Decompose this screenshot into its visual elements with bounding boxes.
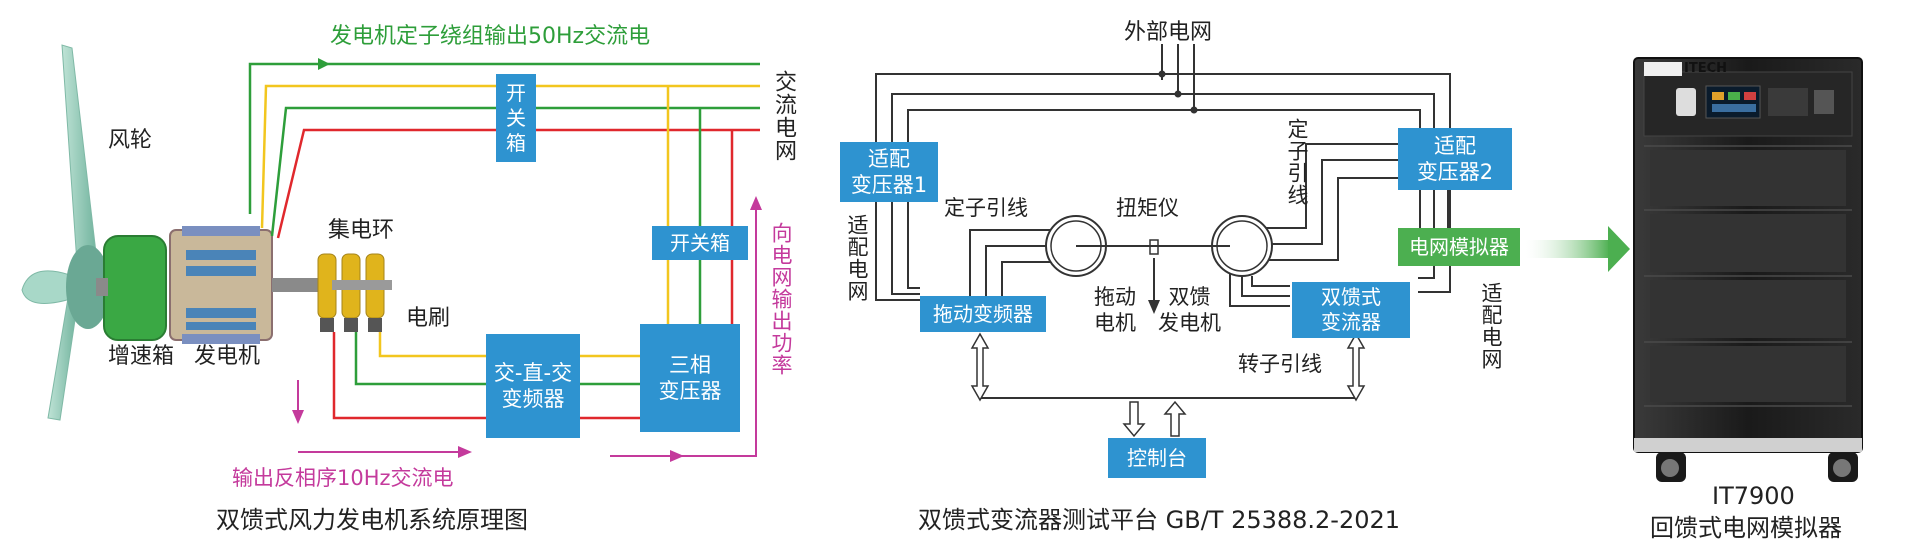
external-grid-label: 外部电网 <box>1124 20 1213 45</box>
left-caption: 双馈式风力发电机系统原理图 <box>216 506 528 534</box>
brand-logo-text: ITECH <box>1684 61 1728 76</box>
ac-grid-label: 交流电网 <box>771 70 796 162</box>
rotor-output-label: 输出反相序10Hz交流电 <box>232 466 454 490</box>
adapt-grid-right-label: 适配电网 <box>1479 282 1503 370</box>
itech-logo-icon <box>1644 62 1682 76</box>
stator-lead-right-label: 定子引线 <box>1285 118 1309 206</box>
gearbox-shape <box>103 235 167 341</box>
power-flow-arrows <box>292 196 762 462</box>
grid-simulator-box: 电网模拟器 <box>1398 228 1520 266</box>
control-bus <box>970 332 1366 438</box>
model-label: IT7900 <box>1712 482 1795 510</box>
turbine-blade-top <box>61 44 99 279</box>
slip-ring-label: 集电环 <box>328 218 395 243</box>
stator-wires <box>248 58 760 420</box>
generator-label: 发电机 <box>194 344 261 369</box>
stator-output-label: 发电机定子绕组输出50Hz交流电 <box>330 24 651 49</box>
slip-rings-shape <box>317 253 392 319</box>
console-box: 控制台 <box>1108 438 1206 478</box>
dfig-label: 双馈 发电机 <box>1158 285 1221 336</box>
drive-motor-label: 拖动 电机 <box>1094 285 1136 336</box>
turbine-blade-left <box>21 270 75 304</box>
brush-label: 电刷 <box>406 306 451 331</box>
turbine-hub <box>66 245 110 329</box>
dfig-converter-box: 双馈式 变流器 <box>1292 282 1410 338</box>
middle-caption: 双馈式变流器测试平台 GB/T 25388.2-2021 <box>918 506 1401 534</box>
output-arrow-icon <box>1526 226 1630 272</box>
wind-rotor-label: 风轮 <box>108 128 153 153</box>
gearbox-label: 增速箱 <box>108 344 175 369</box>
it7900-cabinet-illustration <box>1633 57 1863 482</box>
adapter-transformer-1-box: 适配 变压器1 <box>840 142 938 202</box>
brushes-shape <box>320 318 382 332</box>
three-phase-transformer-box: 三相 变压器 <box>640 324 740 432</box>
switch-box-2: 开关箱 <box>652 226 748 260</box>
wind-turbine-illustration <box>21 44 392 421</box>
grid-output-label: 向电网输出功率 <box>769 222 793 376</box>
switch-box-1: 开 关 箱 <box>496 74 536 162</box>
adapt-grid-left-label: 适配电网 <box>845 214 869 302</box>
test-platform-wiring <box>875 44 1451 307</box>
ac-dc-ac-converter-box: 交-直-交 变频器 <box>486 334 580 438</box>
torque-arrow-icon <box>1148 300 1160 314</box>
stator-lead-left-label: 定子引线 <box>944 196 1028 220</box>
product-name-label: 回馈式电网模拟器 <box>1650 514 1842 542</box>
rotor-lead-label: 转子引线 <box>1238 352 1322 376</box>
torque-meter-label: 扭矩仪 <box>1116 196 1179 220</box>
adapter-transformer-2-box: 适配 变压器2 <box>1398 128 1512 190</box>
drive-inverter-box: 拖动变频器 <box>920 296 1046 332</box>
